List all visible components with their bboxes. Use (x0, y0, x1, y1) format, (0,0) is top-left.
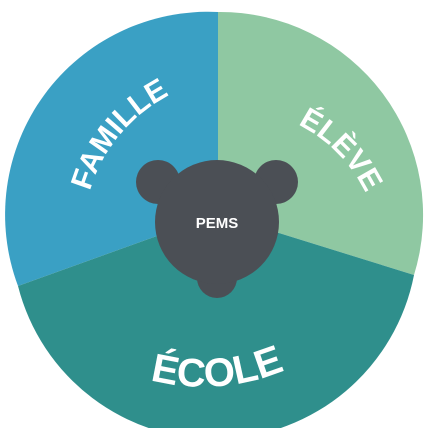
center-label: PEMS (196, 215, 239, 232)
segment-ecole (18, 214, 414, 428)
hub-body (155, 160, 279, 284)
center-hub: PEMS (136, 160, 298, 298)
